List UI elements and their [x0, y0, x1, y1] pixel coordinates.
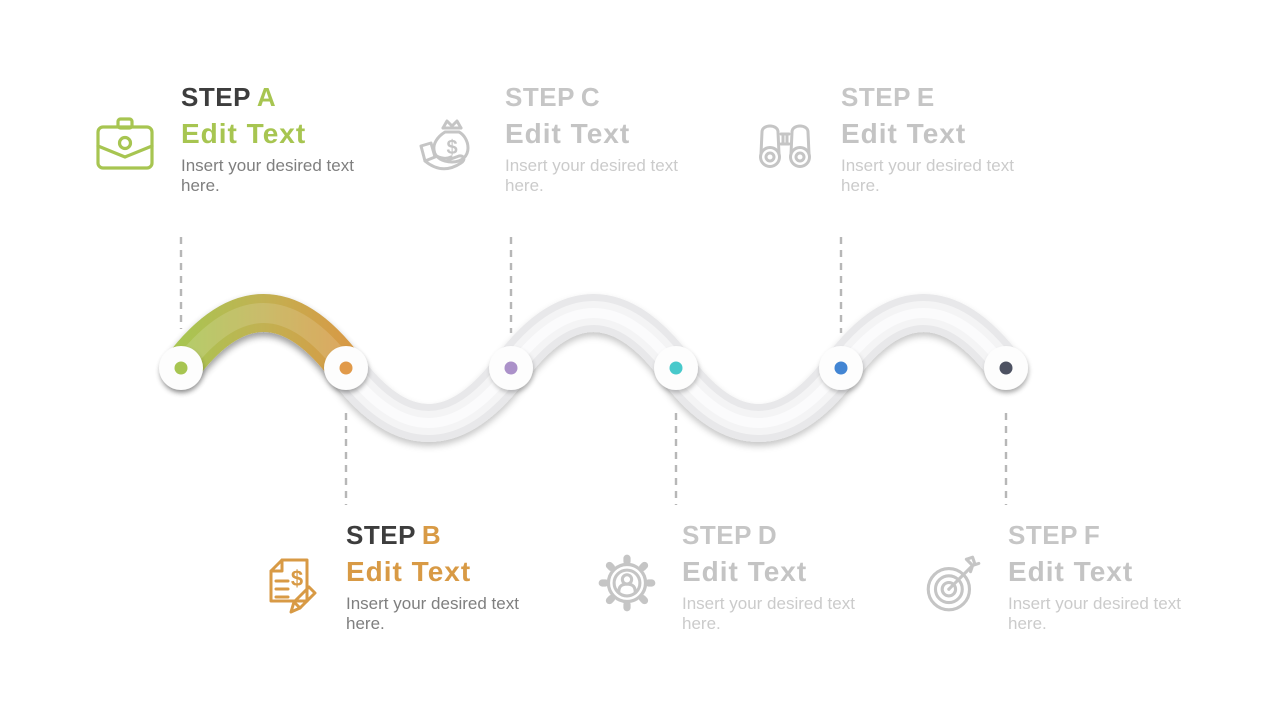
dashed-connectors: [179, 237, 1008, 505]
step-letter: D: [757, 520, 778, 550]
money-bag-hand-icon: $: [417, 112, 483, 184]
step-body-placeholder[interactable]: Insert your desired text here.: [1008, 593, 1181, 634]
step-title-placeholder[interactable]: Edit Text: [181, 118, 307, 150]
wave-active-sheen: [171, 303, 356, 378]
node-step-f: [984, 346, 1028, 390]
step-label: STEP: [1008, 520, 1078, 550]
node-step-c: [489, 346, 533, 390]
node-dot: [669, 361, 683, 375]
milestone-nodes: [159, 346, 1028, 390]
step-title-placeholder[interactable]: Edit Text: [505, 118, 631, 150]
step-label: STEP: [505, 82, 575, 112]
step-body-placeholder[interactable]: Insert your desired text here.: [346, 593, 519, 634]
step-title-placeholder[interactable]: Edit Text: [841, 118, 967, 150]
step-body-placeholder[interactable]: Insert your desired text here.: [841, 155, 1014, 196]
step-body-placeholder[interactable]: Insert your desired text here.: [181, 155, 354, 196]
step-body-placeholder[interactable]: Insert your desired text here.: [505, 155, 678, 196]
step-letter: E: [916, 82, 935, 112]
binoculars-icon: [753, 112, 819, 184]
node-dot: [834, 361, 848, 375]
wave-active-base: [162, 294, 365, 387]
node-dot: [999, 361, 1013, 375]
target-arrow-icon: [920, 550, 986, 622]
step-label: STEP: [346, 520, 416, 550]
step-title-placeholder[interactable]: Edit Text: [346, 556, 472, 588]
briefcase-icon: [93, 112, 159, 184]
node-step-d: [654, 346, 698, 390]
document-pencil-icon: $: [258, 550, 324, 622]
step-letter: B: [421, 520, 442, 550]
step-title-placeholder[interactable]: Edit Text: [1008, 556, 1134, 588]
step-letter: C: [580, 82, 601, 112]
node-dot: [174, 361, 188, 375]
svg-text:$: $: [291, 566, 303, 591]
node-step-a: [159, 346, 203, 390]
step-letter: A: [256, 82, 277, 112]
wave-active-segment: [162, 294, 365, 387]
node-step-e: [819, 346, 863, 390]
svg-text:$: $: [446, 137, 457, 159]
node-step-b: [324, 346, 368, 390]
gear-user-icon: [594, 550, 660, 622]
step-label: STEP: [841, 82, 911, 112]
step-letter: F: [1083, 520, 1101, 550]
node-dot: [504, 361, 518, 375]
step-title-placeholder[interactable]: Edit Text: [682, 556, 808, 588]
step-body-placeholder[interactable]: Insert your desired text here.: [682, 593, 855, 634]
node-dot: [339, 361, 353, 375]
step-label: STEP: [682, 520, 752, 550]
step-label: STEP: [181, 82, 251, 112]
